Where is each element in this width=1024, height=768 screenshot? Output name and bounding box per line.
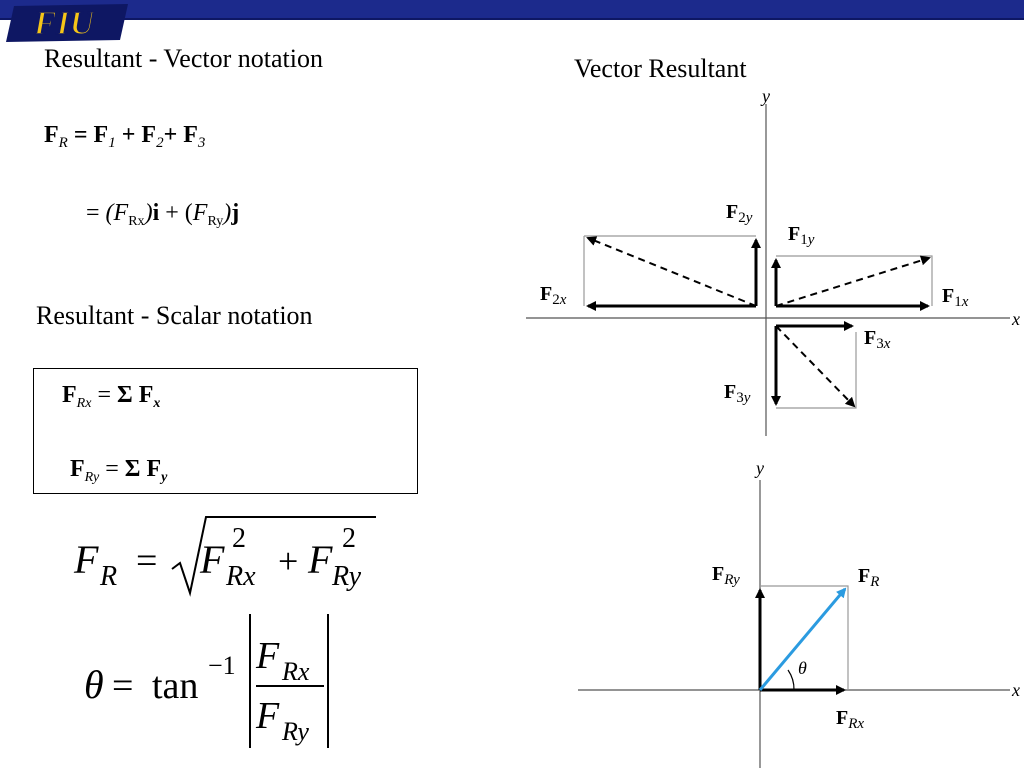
svg-text:+: + [278,541,298,581]
svg-text:2: 2 [342,523,356,554]
svg-text:−1: −1 [208,651,236,680]
logo-text: FIU [33,5,97,42]
theta-arc [787,669,795,691]
svg-text:2: 2 [232,523,246,554]
frx-label: FRx [836,707,864,732]
fry-label: FRy [712,563,740,588]
y-axis-label: y [760,86,770,106]
angle-equation: θ = tan −1 F Rx F Ry [84,614,329,748]
f1-arrow [775,255,931,307]
fiu-logo: FIU [6,4,128,43]
sum-equation: FR = F1 + F2+ F3 [44,122,206,151]
x-axis-label: x [1011,309,1020,329]
fr-label: FR [858,565,879,590]
scalar-notation-title: Resultant - Scalar notation [36,301,313,330]
theta-label: θ [798,658,807,678]
component-equation: = (FRx)i + (FRy)j [86,200,240,229]
magnitude-equation: F R = F Rx 2 + F Ry 2 [73,516,376,597]
f2-arrow [586,236,757,307]
f1y-label: F1y [788,223,815,248]
svg-text:F: F [73,537,99,582]
f3y-label: F3y [724,381,751,406]
resultant-figure: y x θ FRy FR FRx [578,458,1020,768]
svg-text:Ry: Ry [331,561,362,592]
svg-text:Rx: Rx [225,561,256,592]
svg-text:θ: θ [84,662,104,707]
svg-text:F: F [255,635,280,677]
svg-text:Rx: Rx [281,657,310,686]
svg-text:F: F [199,537,225,582]
scalar-equation-box [33,368,418,494]
vector-notation-title: Resultant - Vector notation [44,44,323,73]
f1x-label: F1x [942,285,969,310]
svg-text:=: = [112,665,133,707]
svg-text:tan: tan [152,665,198,707]
component-vectors-figure: y x F2y F1y F2x F1x F3x F3y [526,86,1020,436]
svg-text:F: F [307,537,333,582]
svg-text:F: F [255,695,280,737]
f2y-label: F2y [726,201,753,226]
f3-arrow [775,325,856,408]
scalar-equation-x: FRx = Σ Fx [62,382,161,411]
x-axis-label-2: x [1011,680,1020,700]
fr-arrow [758,587,847,691]
svg-text:=: = [136,540,157,582]
y-axis-label-2: y [754,458,764,478]
f3x-label: F3x [864,327,891,352]
vector-resultant-title: Vector Resultant [574,54,747,83]
svg-text:R: R [99,561,117,592]
scalar-equation-y: FRy = Σ Fy [70,456,168,485]
svg-text:Ry: Ry [281,717,309,746]
f2x-label: F2x [540,283,567,308]
header-bar [0,0,1024,20]
